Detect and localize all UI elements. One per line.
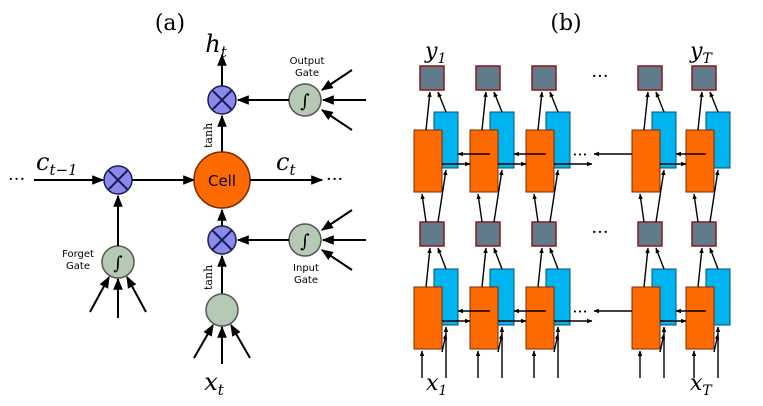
forward-to-output-arrow [697, 247, 704, 288]
tanh-lower-label: tanh [202, 265, 215, 290]
interlayer-arrow [532, 193, 539, 223]
backward-to-output-arrow [493, 91, 503, 113]
forward-to-output-arrow [537, 91, 544, 131]
ellipsis-cells: ··· [572, 302, 587, 321]
forward-to-output-arrow [643, 247, 650, 288]
bidirectional-network: ··· ··· ··· ··· [413, 65, 731, 378]
ellipsis-outputs: ··· [591, 222, 608, 243]
h-t-label: ht [205, 30, 227, 61]
panel-b: (b) y1 yT x1 xT ··· ··· ··· ··· [413, 11, 731, 399]
output-unit [691, 65, 717, 91]
panel-b-label: (b) [550, 11, 581, 36]
forward-cell [525, 286, 555, 350]
interlayer-arrow [549, 169, 560, 223]
backward-to-output-arrow [655, 247, 665, 270]
input-arrow [659, 333, 666, 353]
backward-to-output-arrow [549, 91, 559, 113]
backward-to-output-arrow [709, 91, 719, 113]
input-arrow [497, 333, 504, 353]
forward-to-output-arrow [481, 247, 488, 288]
backward-to-output-arrow [709, 247, 719, 270]
forward-cell [685, 129, 715, 193]
output-unit [475, 221, 501, 247]
output-unit [637, 65, 663, 91]
forward-cell [469, 286, 499, 350]
forward-cell [413, 286, 443, 350]
forward-to-output-arrow [425, 91, 432, 131]
x-t-label: xt [204, 368, 225, 399]
interlayer-arrow [493, 169, 504, 223]
output-unit [419, 221, 445, 247]
input-gate-sigmoid-icon: ∫ [300, 231, 310, 252]
forward-cell [631, 129, 661, 193]
yT-label: yT [689, 39, 713, 67]
backward-to-output-arrow [549, 247, 559, 270]
output-unit [419, 65, 445, 91]
c-prev-label: ct−1 [36, 148, 78, 179]
forward-cell [413, 129, 443, 193]
forward-to-output-arrow [425, 247, 432, 288]
input-arrow [553, 333, 560, 353]
input-arrow [713, 333, 720, 353]
tanh-upper-label: tanh [202, 123, 215, 148]
output-unit [531, 221, 557, 247]
backward-to-output-arrow [437, 91, 447, 113]
output-gate-sigmoid-icon: ∫ [300, 91, 310, 112]
forward-cell [469, 129, 499, 193]
ellipsis-outputs: ··· [591, 66, 608, 87]
input-arrow [441, 333, 448, 353]
cell-label: Cell [208, 172, 236, 190]
interlayer-arrow [420, 193, 427, 223]
interlayer-arrow [692, 193, 699, 223]
forward-cell [631, 286, 661, 350]
forward-to-output-arrow [481, 91, 488, 131]
ellipsis-cells: ··· [572, 145, 587, 164]
interlayer-arrow [437, 169, 448, 223]
interlayer-arrow [476, 193, 483, 223]
backward-to-output-arrow [437, 247, 447, 270]
y1-label: y1 [424, 39, 446, 67]
output-unit [475, 65, 501, 91]
c-next-label: ct [276, 148, 296, 179]
forward-to-output-arrow [697, 91, 704, 131]
backward-to-output-arrow [655, 91, 665, 113]
forward-cell [685, 286, 715, 350]
xT-label: xT [690, 371, 713, 399]
ellipsis-left: ··· [8, 169, 25, 190]
forward-to-output-arrow [643, 91, 650, 131]
interlayer-arrow [709, 169, 720, 223]
output-unit [637, 221, 663, 247]
forward-cell [525, 129, 555, 193]
output-unit [531, 65, 557, 91]
x1-label: x1 [426, 371, 447, 399]
ellipsis-right: ··· [326, 169, 343, 190]
forget-gate-sigmoid-icon: ∫ [113, 253, 123, 274]
forward-to-output-arrow [537, 247, 544, 288]
interlayer-arrow [638, 193, 645, 223]
output-unit [691, 221, 717, 247]
interlayer-arrow [655, 169, 666, 223]
panel-a-label: (a) [155, 11, 185, 36]
backward-to-output-arrow [493, 247, 503, 270]
input-node [205, 293, 239, 327]
